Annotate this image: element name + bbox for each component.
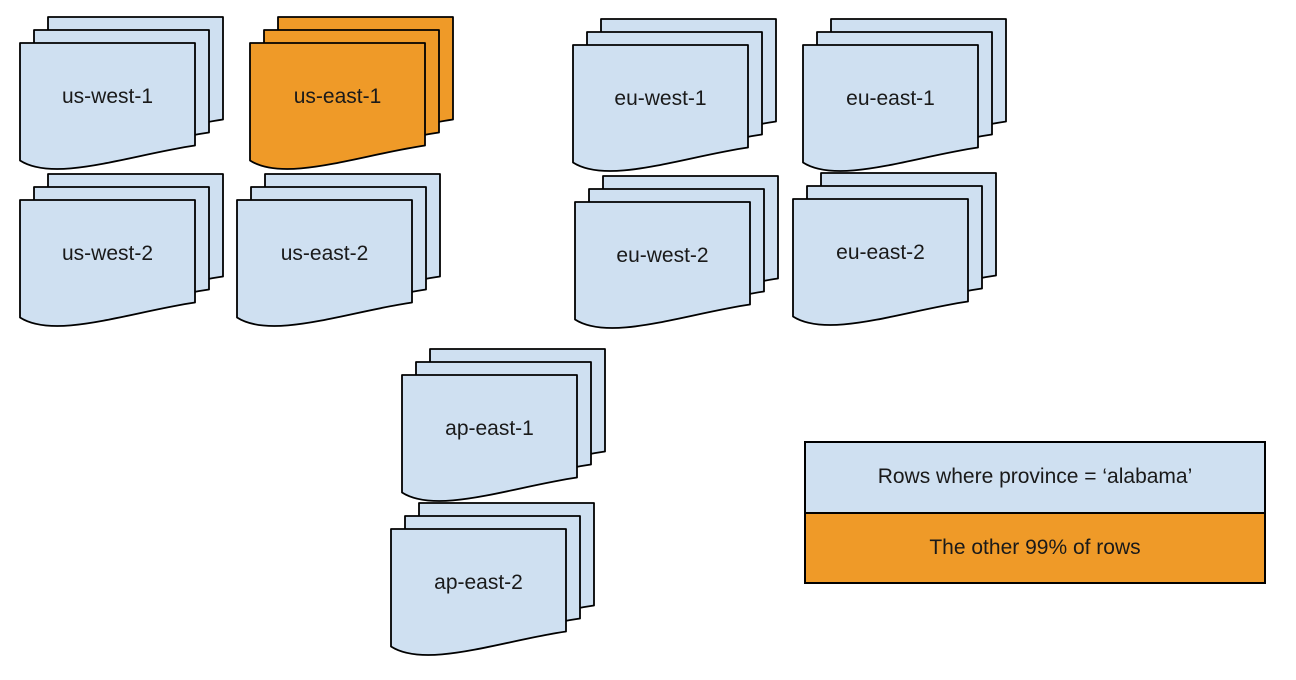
region-label: eu-west-1 — [614, 87, 706, 110]
region-stack-eu-east-1: eu-east-1 — [802, 18, 1007, 172]
document-shape — [574, 201, 751, 329]
region-stack-eu-west-2: eu-west-2 — [574, 175, 779, 329]
document-shape — [236, 199, 413, 327]
legend: Rows where province = ‘alabama’ The othe… — [804, 441, 1266, 584]
region-label: us-east-2 — [281, 242, 369, 265]
document-shape — [249, 42, 426, 170]
region-label: us-west-1 — [62, 85, 153, 108]
document-shape — [390, 528, 567, 656]
document-shape — [19, 42, 196, 170]
legend-item-label: The other 99% of rows — [929, 535, 1141, 559]
region-stack-us-west-1: us-west-1 — [19, 16, 224, 170]
region-label: ap-east-2 — [434, 571, 523, 594]
document-shape — [19, 199, 196, 327]
document-shape — [792, 198, 969, 326]
document-shape — [572, 44, 749, 172]
region-stack-us-east-2: us-east-2 — [236, 173, 441, 327]
region-stack-eu-east-2: eu-east-2 — [792, 172, 997, 326]
region-stack-eu-west-1: eu-west-1 — [572, 18, 777, 172]
region-label: eu-east-1 — [846, 87, 935, 110]
region-stack-us-west-2: us-west-2 — [19, 173, 224, 327]
region-label: us-west-2 — [62, 242, 153, 265]
region-stack-us-east-1: us-east-1 — [249, 16, 454, 170]
legend-item-alabama-rows: Rows where province = ‘alabama’ — [806, 443, 1264, 512]
region-stack-ap-east-1: ap-east-1 — [401, 348, 606, 502]
region-label: us-east-1 — [294, 85, 382, 108]
region-label: eu-east-2 — [836, 241, 925, 264]
region-stack-ap-east-2: ap-east-2 — [390, 502, 595, 656]
document-shape — [802, 44, 979, 172]
legend-item-other-rows: The other 99% of rows — [806, 511, 1264, 582]
region-label: ap-east-1 — [445, 417, 534, 440]
legend-item-label: Rows where province = ‘alabama’ — [877, 465, 1193, 489]
region-label: eu-west-2 — [616, 244, 708, 267]
document-shape — [401, 374, 578, 502]
